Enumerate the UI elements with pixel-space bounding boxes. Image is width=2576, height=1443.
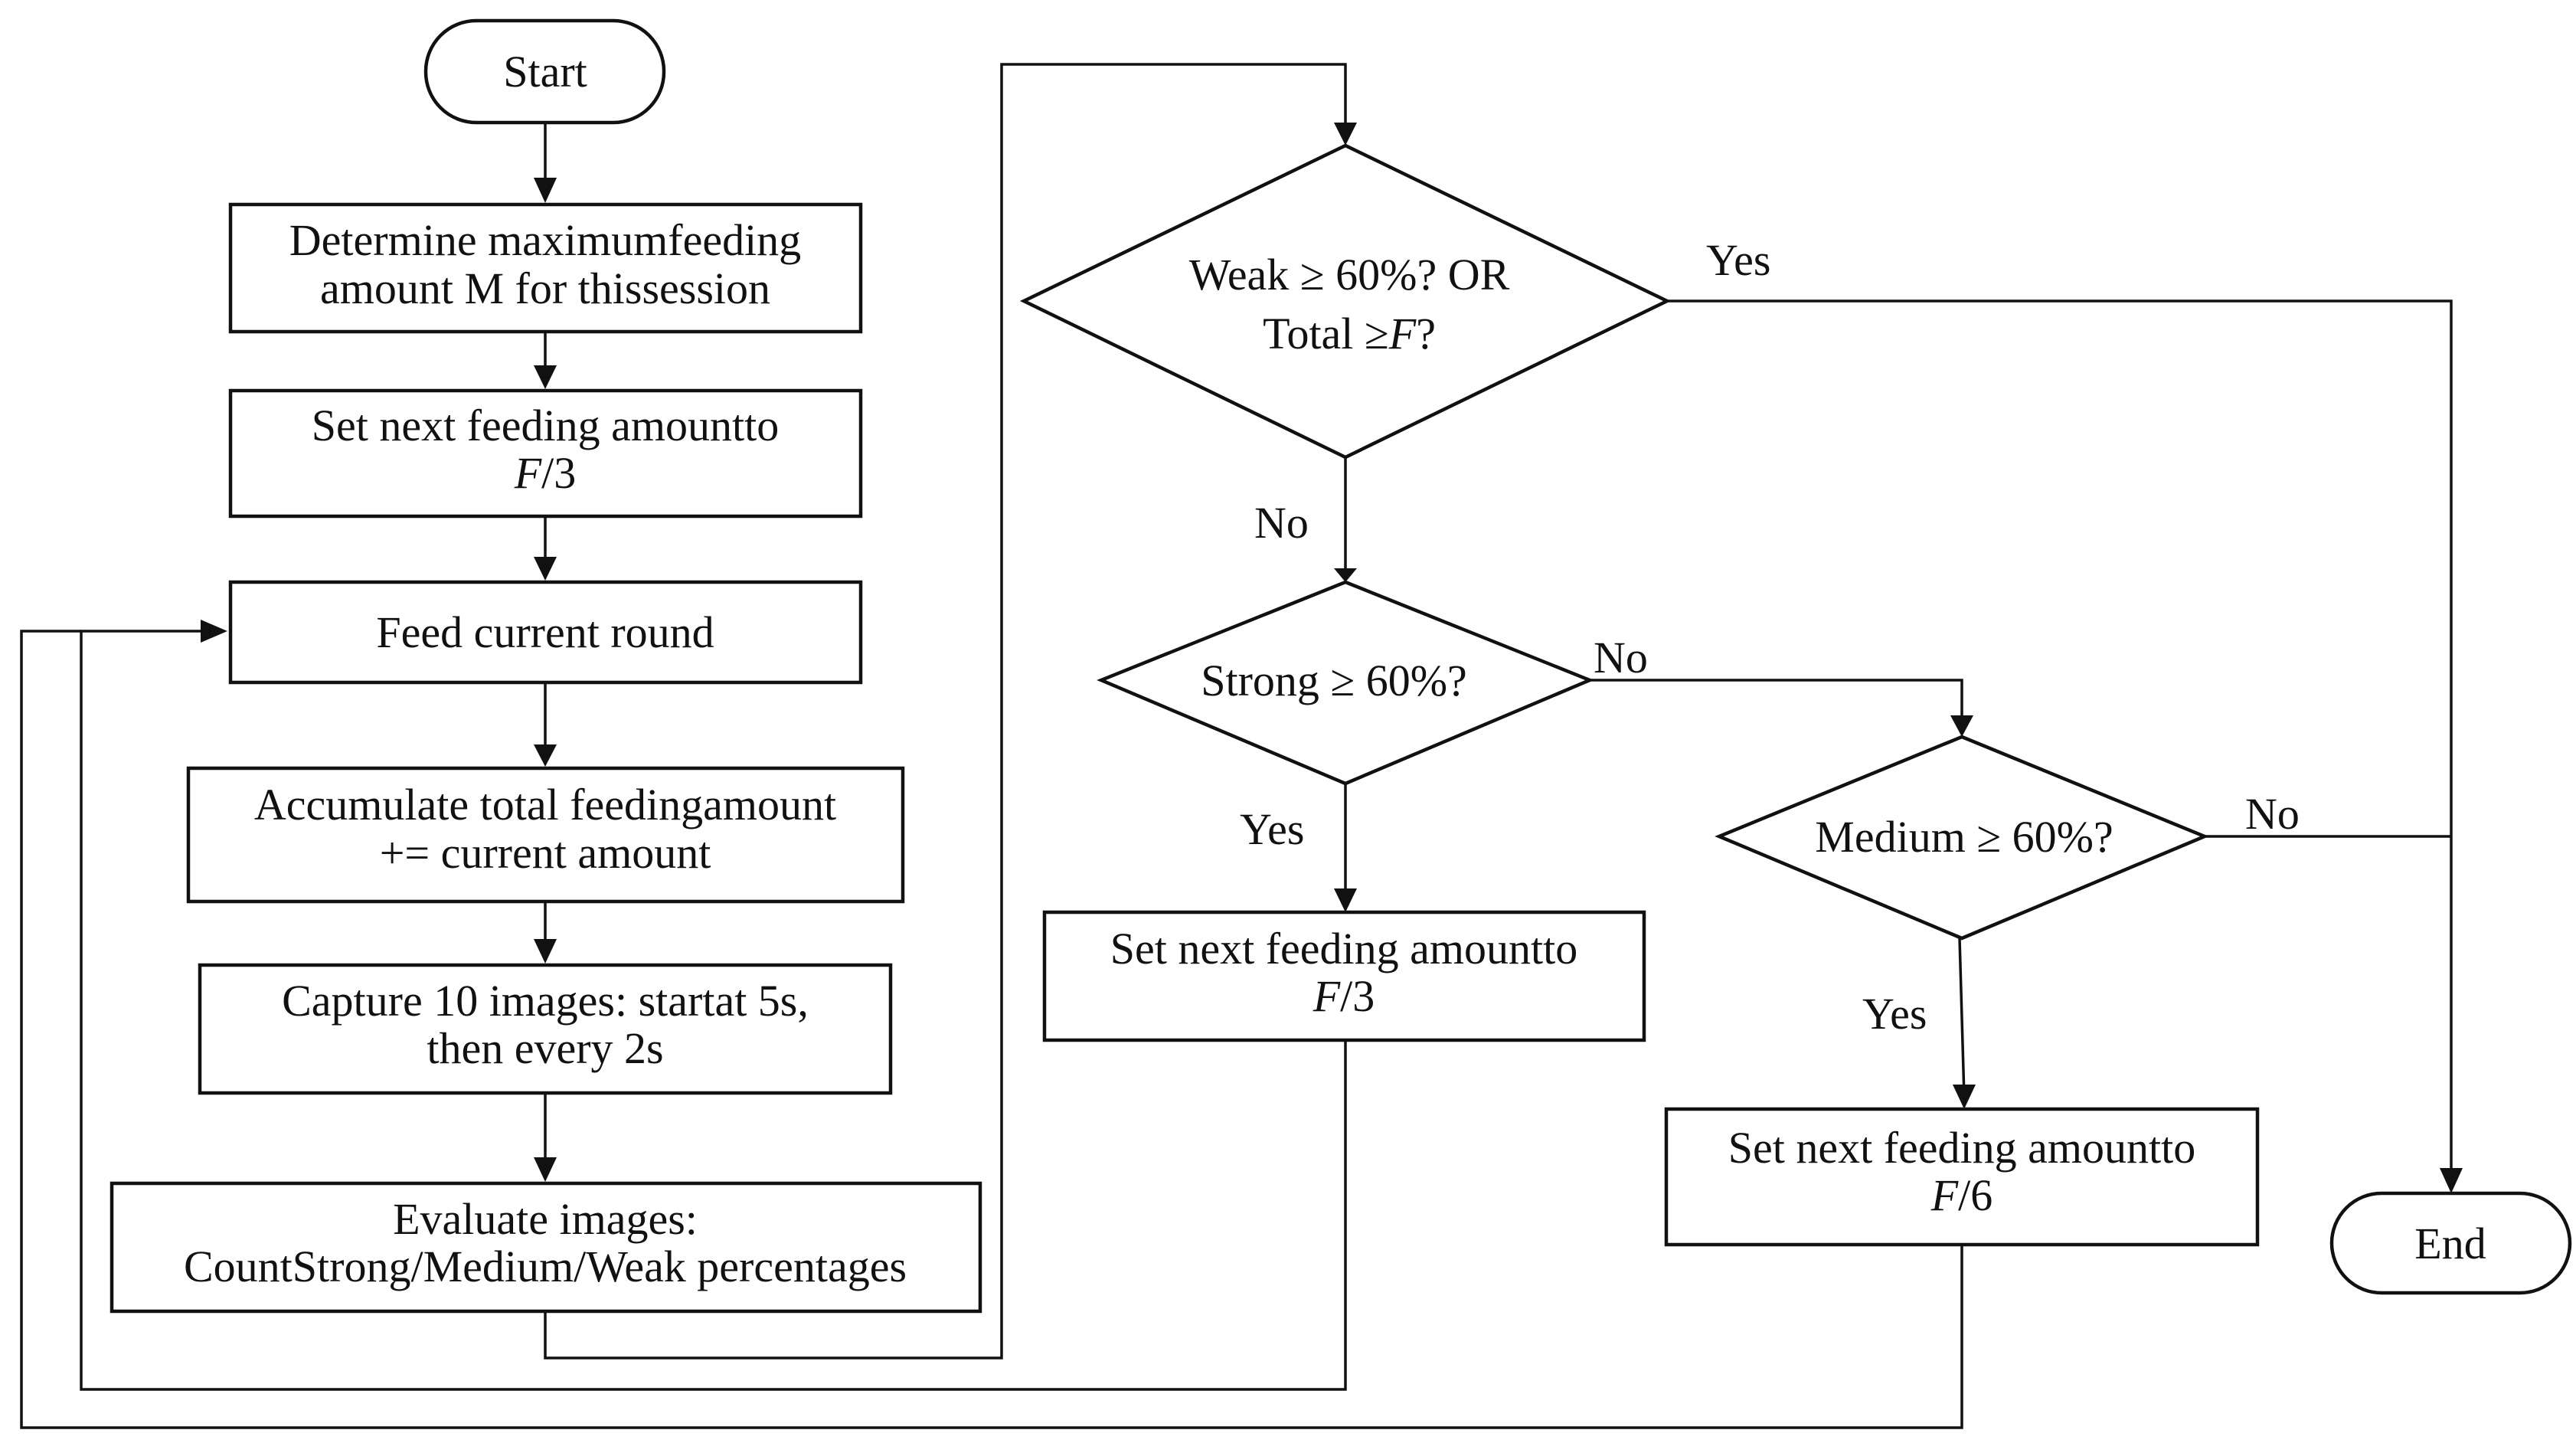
set-f3-var: F <box>514 448 542 498</box>
weak-no-label: No <box>1254 498 1309 548</box>
weak-decision: Weak ≥ 60%? OR Total ≥F? <box>1019 143 1672 460</box>
set-f3-rest: /3 <box>541 448 576 498</box>
edge-labels: Yes No No Yes No Yes <box>1240 235 2300 1039</box>
capture-line-2: then every 2s <box>427 1023 663 1073</box>
arrowhead <box>1953 1085 1976 1109</box>
set-medium-rest: /6 <box>1958 1170 1992 1220</box>
evaluate-line-1: Evaluate images: <box>393 1194 698 1244</box>
set-medium-var: F <box>1930 1170 1959 1220</box>
strong-no-label: No <box>1594 633 1648 682</box>
accumulate-box: Accumulate total feedingamount += curren… <box>186 766 905 904</box>
arrowhead <box>534 744 557 767</box>
strong-decision: Strong ≥ 60%? <box>1097 580 1594 786</box>
feed-box: Feed current round <box>228 580 863 685</box>
arrowhead <box>1334 123 1357 146</box>
weak-line-2-post: ? <box>1416 309 1436 358</box>
strong-decision-shape <box>1097 580 1594 786</box>
weak-yes-label: Yes <box>1706 235 1770 285</box>
accumulate-shape <box>186 766 905 904</box>
weak-line-2: Total ≥F? <box>1263 309 1436 358</box>
set-medium-line-2: F/6 <box>1930 1170 1993 1220</box>
accumulate-line-1: Accumulate total feedingamount <box>254 780 836 829</box>
arrowheads <box>201 123 2463 1193</box>
arrowhead <box>534 178 557 203</box>
feed-label: Feed current round <box>376 607 714 657</box>
edge-strong-no-to-medium <box>1590 679 1963 720</box>
set-strong-rest: /3 <box>1340 971 1375 1021</box>
strong-yes-label: Yes <box>1240 804 1304 854</box>
connectors <box>20 63 2453 1429</box>
arrowhead <box>534 1157 557 1182</box>
weak-decision-shape <box>1019 143 1672 460</box>
edge-medium-yes-to-set <box>1958 937 1966 1098</box>
arrowhead <box>1334 888 1357 912</box>
evaluate-line-2: CountStrong/Medium/Weak percentages <box>184 1242 907 1291</box>
strong-label: Strong ≥ 60%? <box>1201 656 1467 705</box>
set-f3-line-1: Set next feeding amountto <box>312 401 779 450</box>
feed-shape <box>228 580 863 685</box>
arrowhead <box>1334 568 1357 582</box>
set-f3-line-2: F/3 <box>514 448 577 498</box>
determine-line-1: Determine maximumfeeding <box>289 215 801 265</box>
set-medium-shape <box>1664 1107 2260 1247</box>
accumulate-line-2: += current amount <box>380 828 711 878</box>
set-strong-line-2: F/3 <box>1313 971 1375 1021</box>
set-f3-box: Set next feeding amountto F/3 <box>228 388 863 519</box>
set-f3-shape <box>228 388 863 519</box>
end-label: End <box>2414 1219 2486 1268</box>
medium-no-label: No <box>2245 789 2300 839</box>
start-shape <box>423 18 666 125</box>
weak-line-2-var: F <box>1388 309 1417 358</box>
edge-evaluate-to-weak <box>544 63 1347 1360</box>
set-strong-var: F <box>1313 971 1341 1021</box>
determine-line-2: amount M for thissession <box>320 263 770 313</box>
weak-line-1: Weak ≥ 60%? OR <box>1189 250 1510 299</box>
capture-line-1: Capture 10 images: startat 5s, <box>282 976 809 1026</box>
determine-box: Determine maximumfeeding amount M for th… <box>228 202 863 334</box>
capture-box: Capture 10 images: startat 5s, then ever… <box>198 963 893 1095</box>
capture-shape <box>198 963 893 1095</box>
start-terminal: Start <box>423 18 666 125</box>
edge-set-strong-loop <box>80 630 1347 1391</box>
end-shape <box>2329 1191 2572 1295</box>
evaluate-box: Evaluate images: CountStrong/Medium/Weak… <box>110 1181 982 1314</box>
end-terminal: End <box>2329 1191 2572 1295</box>
edge-set-medium-loop <box>20 630 1963 1429</box>
arrowhead <box>1950 715 1973 737</box>
edge-weak-yes-to-end <box>1667 299 2453 1176</box>
medium-label: Medium ≥ 60%? <box>1815 812 2113 862</box>
arrowhead <box>534 939 557 964</box>
set-strong-shape <box>1042 910 1646 1042</box>
medium-decision: Medium ≥ 60%? <box>1715 735 2209 941</box>
set-strong-line-1: Set next feeding amountto <box>1110 924 1577 973</box>
medium-decision-shape <box>1715 735 2209 941</box>
arrowhead <box>201 620 227 643</box>
determine-shape <box>228 202 863 334</box>
arrowhead <box>534 365 557 389</box>
set-strong-box: Set next feeding amountto F/3 <box>1042 910 1646 1042</box>
start-label: Start <box>503 47 587 97</box>
arrowhead <box>2440 1168 2463 1193</box>
medium-yes-label: Yes <box>1862 989 1927 1039</box>
set-medium-box: Set next feeding amountto F/6 <box>1664 1107 2260 1247</box>
weak-line-2-pre: Total ≥ <box>1263 309 1389 358</box>
evaluate-shape <box>110 1181 982 1314</box>
set-medium-line-1: Set next feeding amountto <box>1728 1123 2195 1173</box>
arrowhead <box>534 557 557 581</box>
